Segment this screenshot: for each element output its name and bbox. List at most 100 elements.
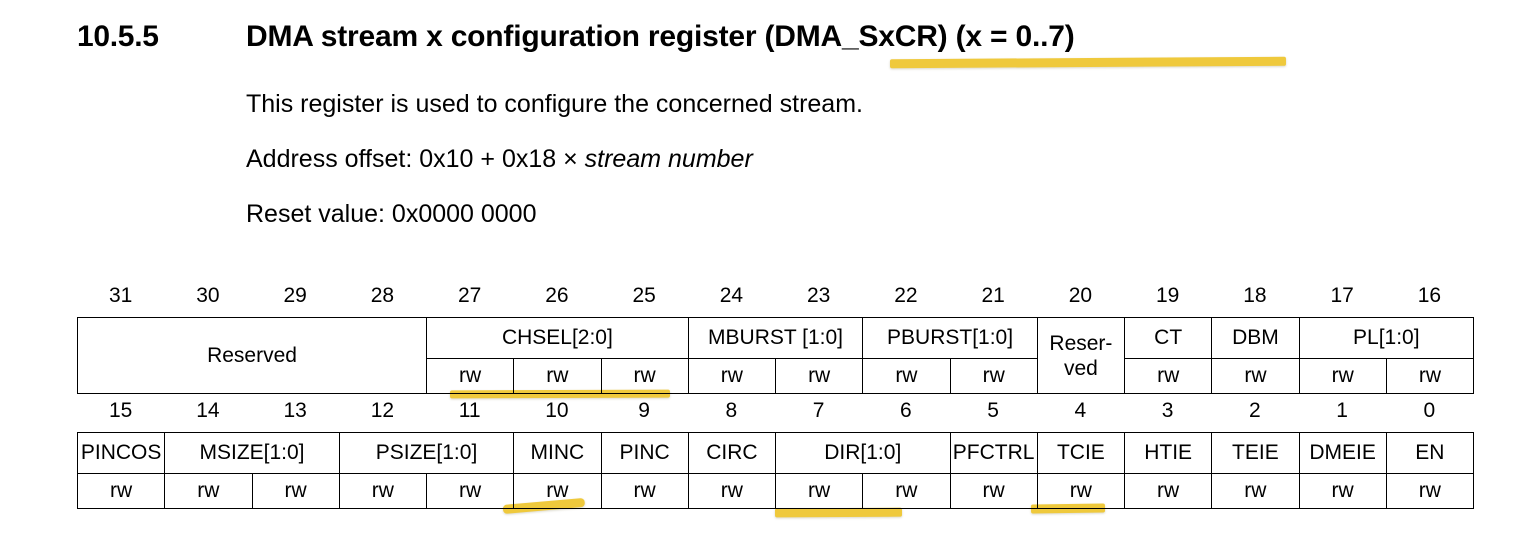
field-cell: EN bbox=[1385, 432, 1475, 474]
field-cell: Reserved bbox=[76, 317, 428, 394]
access-cell: rw bbox=[1211, 473, 1300, 509]
field-cell: DIR[1:0] bbox=[775, 432, 951, 474]
field-cell: PL[1:0] bbox=[1298, 317, 1475, 359]
access-cell: rw bbox=[1385, 358, 1475, 394]
bit-number-18: 18 bbox=[1243, 284, 1267, 307]
bit-number-2: 2 bbox=[1249, 399, 1261, 422]
bit-number-17: 17 bbox=[1330, 284, 1354, 307]
access-cell: rw bbox=[1298, 473, 1387, 509]
access-cell: rw bbox=[1124, 473, 1213, 509]
access-cell: rw bbox=[600, 358, 689, 394]
field-cell: HTIE bbox=[1124, 432, 1213, 474]
field-cell: MSIZE[1:0] bbox=[164, 432, 340, 474]
access-cell: rw bbox=[687, 473, 777, 509]
access-cell: rw bbox=[513, 358, 602, 394]
access-cell: rw bbox=[76, 473, 166, 509]
description-text: This register is used to configure the c… bbox=[246, 90, 863, 118]
bit-number-24: 24 bbox=[719, 284, 744, 307]
bit-number-3: 3 bbox=[1161, 399, 1174, 422]
bit-number-9: 9 bbox=[638, 399, 650, 422]
bit-number-1: 1 bbox=[1336, 399, 1348, 422]
field-cell: DBM bbox=[1211, 317, 1300, 359]
bit-number-10: 10 bbox=[545, 399, 569, 422]
reset-value-text: Reset value: 0x0000 0000 bbox=[246, 200, 537, 228]
access-cell: rw bbox=[949, 473, 1038, 509]
field-cell: CT bbox=[1124, 317, 1213, 359]
access-cell: rw bbox=[425, 473, 515, 509]
bit-number-4: 4 bbox=[1074, 399, 1087, 422]
page-heading: 10.5.5 DMA stream x configuration regist… bbox=[77, 20, 1477, 64]
bit-number-5: 5 bbox=[987, 399, 999, 422]
bit-number-13: 13 bbox=[283, 399, 307, 422]
access-cell: rw bbox=[687, 358, 777, 394]
bit-number-14: 14 bbox=[196, 399, 220, 422]
title-underline-highlight bbox=[889, 56, 1287, 69]
bit-number-30: 30 bbox=[196, 284, 220, 307]
access-cell: rw bbox=[862, 473, 951, 509]
access-cell: rw bbox=[1385, 473, 1475, 509]
access-cell: rw bbox=[1211, 358, 1300, 394]
bit-number-29: 29 bbox=[283, 284, 307, 307]
section-number: 10.5.5 bbox=[77, 20, 159, 53]
access-cell: rw bbox=[1124, 358, 1213, 394]
bit-number-16: 16 bbox=[1417, 284, 1442, 307]
bit-number-0: 0 bbox=[1423, 399, 1436, 422]
access-cell: rw bbox=[251, 473, 340, 509]
bit-number-6: 6 bbox=[900, 399, 912, 422]
bit-number-27: 27 bbox=[457, 284, 482, 307]
bit-number-31: 31 bbox=[108, 284, 133, 307]
access-cell: rw bbox=[775, 473, 864, 509]
bit-number-12: 12 bbox=[370, 399, 395, 422]
field-cell: TEIE bbox=[1211, 432, 1300, 474]
access-cell: rw bbox=[775, 358, 864, 394]
access-cell: rw bbox=[164, 473, 253, 509]
field-cell: MINC bbox=[513, 432, 602, 474]
access-cell: rw bbox=[949, 358, 1038, 394]
page-title: DMA stream x configuration register (DMA… bbox=[246, 20, 1075, 53]
bit-number-22: 22 bbox=[894, 284, 918, 307]
access-cell: rw bbox=[600, 473, 689, 509]
bit-number-8: 8 bbox=[725, 399, 738, 422]
bit-number-28: 28 bbox=[370, 284, 395, 307]
field-cell: PINC bbox=[600, 432, 689, 474]
bit-number-25: 25 bbox=[632, 284, 656, 307]
access-cell: rw bbox=[513, 473, 602, 509]
address-offset-text: Address offset: 0x10 + 0x18 × stream num… bbox=[246, 144, 753, 174]
bit-number-19: 19 bbox=[1155, 284, 1180, 307]
address-offset-italic: stream number bbox=[584, 145, 753, 173]
field-cell: Reser-ved bbox=[1036, 317, 1126, 394]
bit-number-7: 7 bbox=[812, 399, 825, 422]
field-cell: MBURST [1:0] bbox=[687, 317, 864, 359]
field-cell: PFCTRL bbox=[949, 432, 1038, 474]
field-cell: TCIE bbox=[1036, 432, 1126, 474]
field-cell: PINCOS bbox=[76, 432, 166, 474]
bit-number-20: 20 bbox=[1068, 284, 1093, 307]
field-cell: PSIZE[1:0] bbox=[338, 432, 515, 474]
bit-number-11: 11 bbox=[458, 399, 481, 422]
bit-number-23: 23 bbox=[806, 284, 831, 307]
field-cell: PBURST[1:0] bbox=[862, 317, 1038, 359]
field-cell: DMEIE bbox=[1298, 432, 1387, 474]
field-cell: CIRC bbox=[687, 432, 777, 474]
address-offset-label: Address offset: 0x10 + 0x18 × bbox=[246, 145, 585, 173]
access-cell: rw bbox=[338, 473, 428, 509]
dir-underline-highlight bbox=[774, 507, 903, 518]
field-cell: CHSEL[2:0] bbox=[426, 317, 689, 359]
access-cell: rw bbox=[1036, 473, 1126, 509]
bit-number-15: 15 bbox=[108, 399, 133, 422]
access-cell: rw bbox=[1298, 358, 1387, 394]
access-cell: rw bbox=[426, 358, 515, 394]
access-cell: rw bbox=[862, 358, 951, 394]
bit-number-21: 21 bbox=[981, 284, 1005, 307]
